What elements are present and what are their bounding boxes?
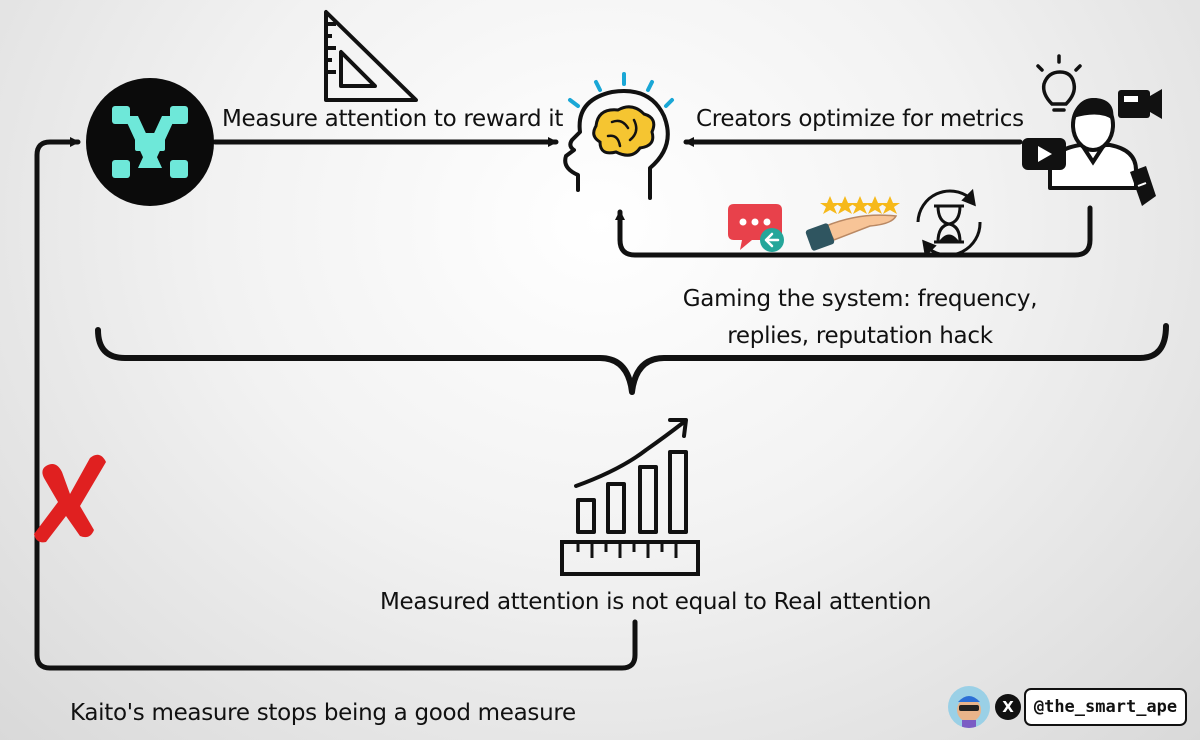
hourglass-cycle-icon	[916, 188, 982, 258]
set-square-icon	[324, 10, 418, 102]
red-cross-icon	[34, 454, 106, 543]
creator-icon	[1048, 98, 1138, 190]
rating-hand-icon	[805, 196, 900, 251]
chat-reply-icon	[728, 204, 784, 252]
growth-chart-icon	[574, 418, 688, 534]
label-creators-optimize: Creators optimize for metrics	[696, 106, 1024, 132]
label-gaming-system: Gaming the system: frequency, replies, r…	[650, 281, 1070, 355]
kaito-logo-icon	[86, 78, 214, 206]
lightbulb-icon	[1036, 54, 1082, 112]
label-measured-not-real: Measured attention is not equal to Real …	[380, 589, 932, 615]
pen-icon	[1130, 166, 1156, 206]
ruler-icon	[560, 540, 700, 576]
label-measure-attention: Measure attention to reward it	[222, 106, 564, 132]
label-kaito-measure: Kaito's measure stops being a good measu…	[70, 700, 576, 726]
avatar-icon	[948, 686, 990, 728]
handle-badge[interactable]: @the_smart_ape	[1024, 688, 1187, 726]
camera-icon	[1118, 89, 1162, 119]
brain-head-icon	[563, 72, 674, 200]
curly-brace	[95, 323, 1169, 395]
label-gaming-line1: Gaming the system: frequency,	[682, 286, 1038, 312]
play-icon	[1022, 138, 1066, 170]
x-logo-icon[interactable]: X	[995, 694, 1021, 720]
label-gaming-line2: replies, reputation hack	[727, 323, 993, 349]
arrow-feedback-loop	[34, 137, 638, 671]
arrow-gaming-loop	[615, 205, 1093, 258]
